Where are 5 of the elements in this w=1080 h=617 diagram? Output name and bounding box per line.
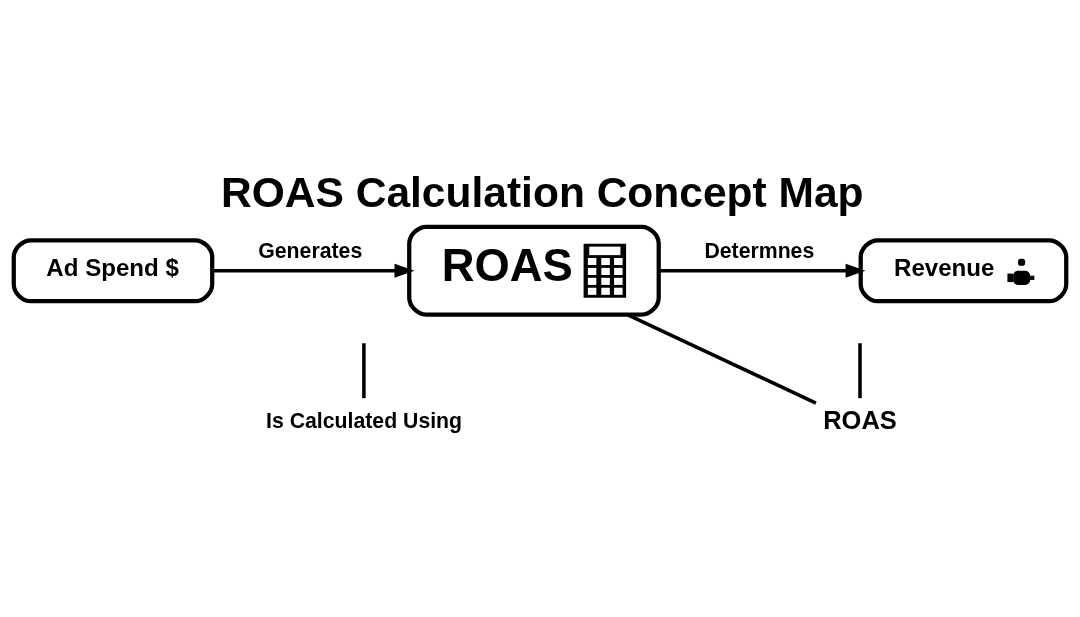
edge-label: Determnes [704,238,815,263]
node-text: ROAS [823,405,897,434]
node-text: Is Calculated Using [266,408,463,433]
diagram-title: ROAS Calculation Concept Map [221,168,864,216]
edge-label: Generates [258,238,363,263]
